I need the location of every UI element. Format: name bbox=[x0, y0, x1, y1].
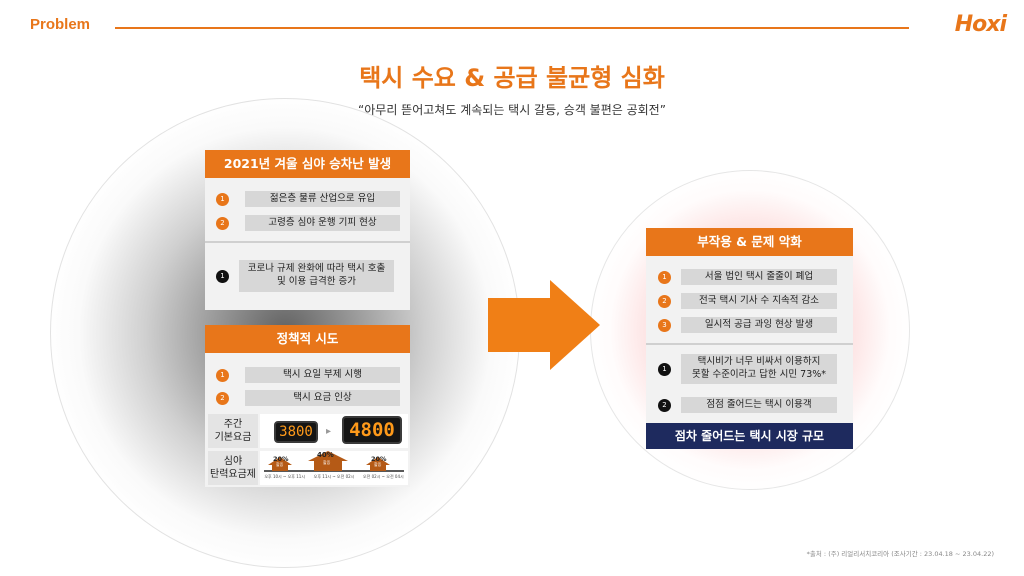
time-label: 오후 10시 ~ 오후 11시 bbox=[264, 474, 305, 480]
time-label: 오전 02시 ~ 오전 04시 bbox=[363, 474, 404, 480]
list-item: 1 택시비가 너무 비싸서 이용하지 못할 수준이라고 답한 시민 73%* bbox=[658, 354, 837, 384]
arrow-right-icon: ▸ bbox=[326, 426, 331, 437]
surge-sub: 할증 bbox=[276, 462, 283, 468]
item-label: 일시적 공급 과잉 현상 발생 bbox=[681, 317, 837, 333]
surge-sub: 할증 bbox=[374, 462, 381, 468]
arrow-right-icon bbox=[488, 280, 600, 370]
list-item: 1 택시 요일 부제 시행 bbox=[216, 367, 400, 383]
number-badge: 2 bbox=[658, 399, 671, 412]
source-note: *출처 : (주) 리얼리서치코리아 (조사기간 : 23.04.18 ~ 23… bbox=[807, 548, 994, 558]
panel-title: 2021년 겨울 심야 승차난 발생 bbox=[205, 150, 410, 178]
surge-sub: 할증 bbox=[323, 460, 330, 466]
divider bbox=[205, 241, 410, 243]
number-badge: 1 bbox=[658, 363, 671, 376]
item-label: 택시비가 너무 비싸서 이용하지 못할 수준이라고 답한 시민 73%* bbox=[681, 354, 837, 384]
list-item: 1 코로나 규제 완화에 따라 택시 호출 및 이용 급격한 증가 bbox=[216, 260, 394, 292]
panel-winter-shortage: 2021년 겨울 심야 승차난 발생 1 젊은층 물류 산업으로 유입 2 고령… bbox=[205, 150, 410, 310]
number-badge: 2 bbox=[216, 392, 229, 405]
surge-chart: 20% 40% 20% 오후 10시 ~ 오후 11시 오후 11시 ~ 오전 … bbox=[260, 451, 408, 485]
divider bbox=[646, 343, 853, 345]
item-label: 택시 요일 부제 시행 bbox=[245, 367, 400, 383]
old-fare-led: 3800 bbox=[274, 421, 318, 443]
panel-side-effects: 부작용 & 문제 악화 1 서울 법인 택시 줄줄이 폐업 2 전국 택시 기사… bbox=[646, 228, 853, 423]
list-item: 3 일시적 공급 과잉 현상 발생 bbox=[658, 317, 837, 333]
list-item: 1 서울 법인 택시 줄줄이 폐업 bbox=[658, 269, 837, 285]
market-shrink-banner: 점차 줄어드는 택시 시장 규모 bbox=[646, 423, 853, 449]
list-item: 2 전국 택시 기사 수 지속적 감소 bbox=[658, 293, 837, 309]
base-fare-label: 주간 기본요금 bbox=[208, 414, 258, 448]
number-badge: 3 bbox=[658, 319, 671, 332]
item-label: 코로나 규제 완화에 따라 택시 호출 및 이용 급격한 증가 bbox=[239, 260, 394, 292]
slide-title: 택시 수요 & 공급 불균형 심화 bbox=[0, 58, 1024, 93]
list-item: 2 점점 줄어드는 택시 이용객 bbox=[658, 397, 837, 413]
number-badge: 1 bbox=[216, 193, 229, 206]
list-item: 2 고령층 심야 운행 기피 현상 bbox=[216, 215, 400, 231]
number-badge: 1 bbox=[658, 271, 671, 284]
surge-value: 40% bbox=[317, 451, 334, 459]
item-label: 택시 요금 인상 bbox=[245, 390, 400, 406]
header-divider bbox=[115, 27, 909, 29]
list-item: 2 택시 요금 인상 bbox=[216, 390, 400, 406]
number-badge: 2 bbox=[658, 295, 671, 308]
item-label: 고령층 심야 운행 기피 현상 bbox=[245, 215, 400, 231]
number-badge: 2 bbox=[216, 217, 229, 230]
number-badge: 1 bbox=[216, 369, 229, 382]
time-labels: 오후 10시 ~ 오후 11시 오후 11시 ~ 오전 02시 오전 02시 ~… bbox=[260, 474, 408, 480]
panel-title: 부작용 & 문제 악화 bbox=[646, 228, 853, 256]
surge-fare-label: 심야 탄력요금제 bbox=[208, 451, 258, 485]
header-section-label: Problem bbox=[30, 16, 90, 33]
list-item: 1 젊은층 물류 산업으로 유입 bbox=[216, 191, 400, 207]
item-label: 젊은층 물류 산업으로 유입 bbox=[245, 191, 400, 207]
item-label: 전국 택시 기사 수 지속적 감소 bbox=[681, 293, 837, 309]
time-label: 오후 11시 ~ 오전 02시 bbox=[314, 474, 355, 480]
panel-title: 정책적 시도 bbox=[205, 325, 410, 353]
slide-subtitle: “아무리 뜯어고쳐도 계속되는 택시 갈등, 승객 불편은 공회전” bbox=[0, 101, 1024, 118]
brand-logo: Hoxi bbox=[955, 12, 1006, 37]
item-label: 점점 줄어드는 택시 이용객 bbox=[681, 397, 837, 413]
item-label: 서울 법인 택시 줄줄이 폐업 bbox=[681, 269, 837, 285]
number-badge: 1 bbox=[216, 270, 229, 283]
fare-display: 3800 ▸ 4800 bbox=[260, 414, 408, 448]
panel-policy-attempts: 정책적 시도 1 택시 요일 부제 시행 2 택시 요금 인상 주간 기본요금 … bbox=[205, 325, 410, 487]
new-fare-led: 4800 bbox=[342, 416, 402, 444]
